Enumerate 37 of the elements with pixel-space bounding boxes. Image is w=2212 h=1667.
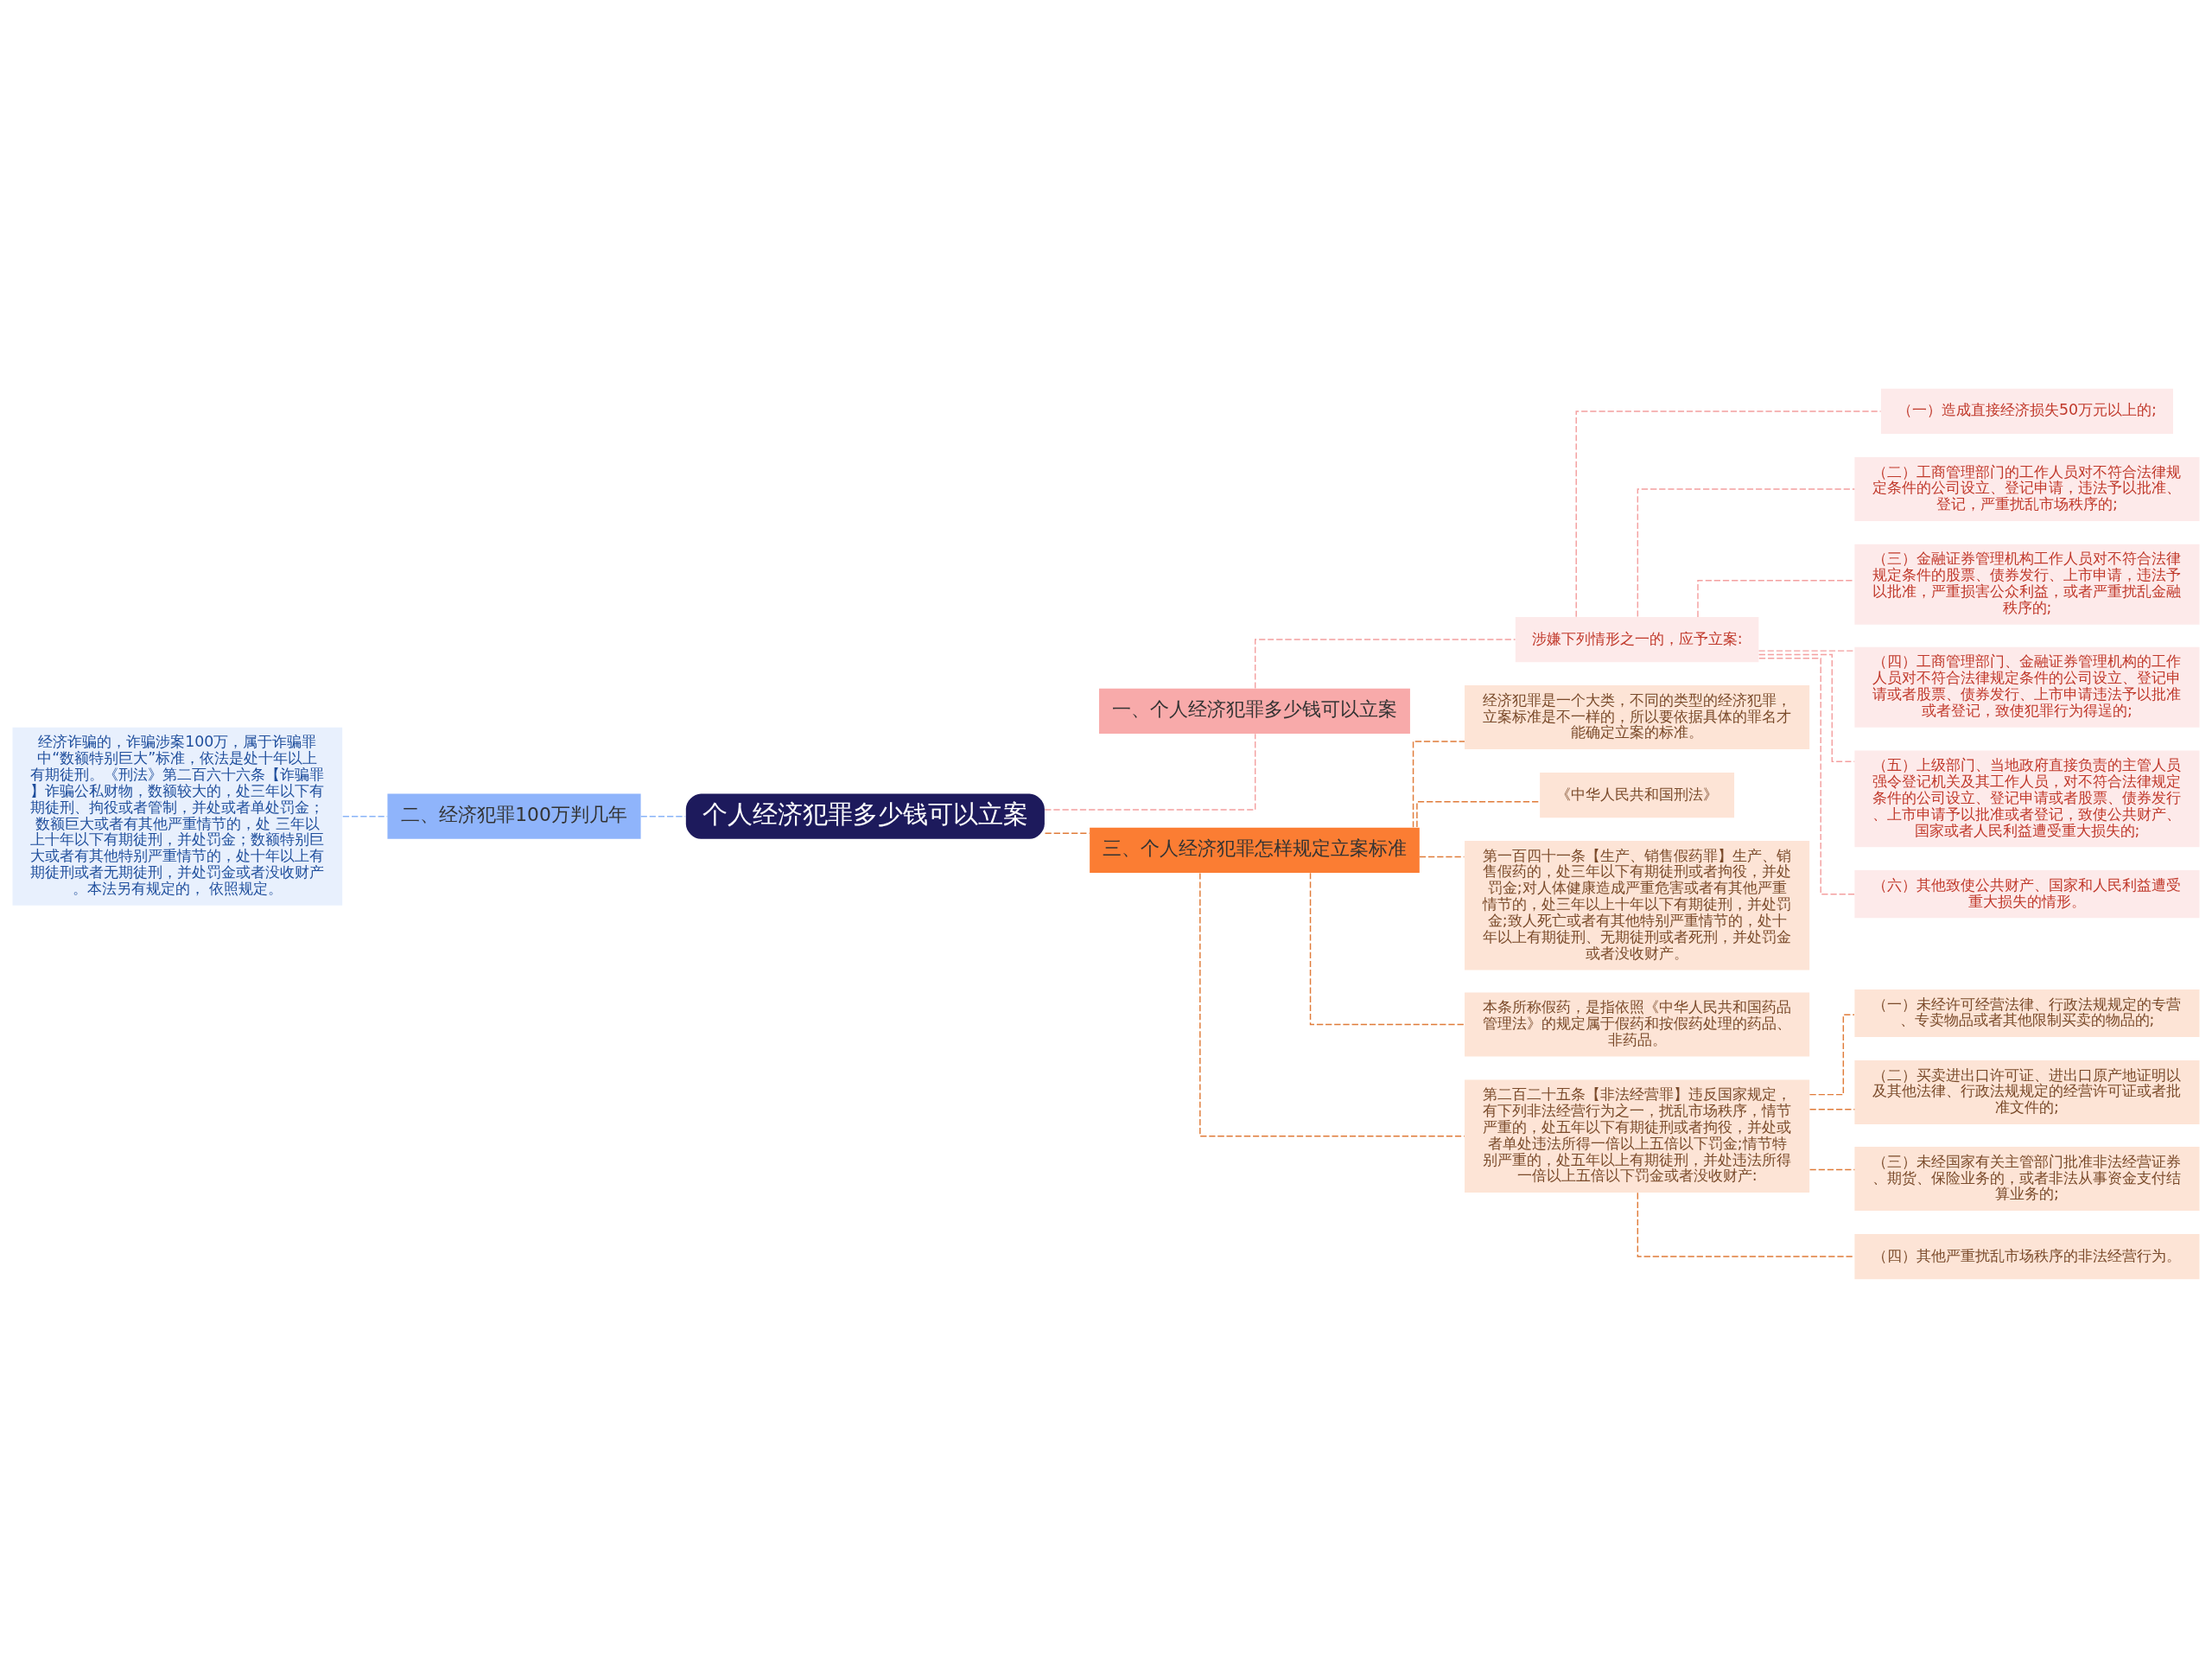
connector	[1412, 740, 1465, 828]
connector	[1416, 800, 1541, 828]
node-box: 一、个人经济犯罪多少钱可以立案	[1099, 688, 1410, 734]
connector	[1758, 649, 1855, 652]
node-box: （五）上级部门、当地政府直接负责的主管人员强令登记机关及其工作人员，对不符合法律规定条件的公司设立、登记申请或者股票、债券发行、上市申请予以批准或者登记，致使公共财产、国家或者人民利益遭受重大损失的;	[1854, 750, 2200, 847]
node-box: （二）买卖进出口许可证、进出口原产地证明以及其他法律、行政法规规定的经营许可证或者批准文件的;	[1854, 1059, 2200, 1124]
node-box: 《中华人民共和国刑法》	[1540, 772, 1735, 818]
node-box: 第一百四十一条【生产、销售假药罪】生产、销售假药的，处三年以下有期徒刑或者拘役，并处罚金;对人体健康造成严重危害或者有其他严重情节的，处三年以上十年以下有期徒刑，并处罚金;致人死亡或者有其他特别严重情节的，处十年以上有期徒刑、无期徒刑或者死刑，并处罚金或者没收财产。	[1465, 840, 1810, 970]
connector	[1808, 1168, 1856, 1170]
connector	[1044, 733, 1256, 811]
node-box: （一）造成直接经济损失50万元以上的;	[1880, 388, 2173, 434]
node-box: 第二百二十五条【非法经营罪】违反国家规定，有下列非法经营行为之一，扰乱市场秩序，情节严重的，处五年以下有期徒刑或者拘役，并处或者单处违法所得一倍以上五倍以下罚金;情节特别严重的，处五年以上有期徒刑，并处违法所得一倍以上五倍以下罚金或者没收财产:	[1465, 1078, 1810, 1193]
connector	[1697, 579, 1855, 618]
connector	[1758, 657, 1855, 894]
node-box: 三、个人经济犯罪怎样规定立案标准	[1090, 827, 1420, 873]
connector	[1044, 832, 1090, 834]
connector	[1808, 1108, 1856, 1110]
connector	[640, 815, 687, 817]
node-box: 经济犯罪是一个大类，不同的类型的经济犯罪，立案标准是不一样的，所以要依据具体的罪名才能确定立案的标准。	[1465, 684, 1810, 749]
node-box: （一）未经许可经营法律、行政法规规定的专营、专卖物品或者其他限制买卖的物品的;	[1854, 989, 2200, 1037]
connector	[1309, 872, 1465, 1025]
node-box: 涉嫌下列情形之一的，应予立案:	[1515, 616, 1759, 662]
node-box: 本条所称假药，是指依照《中华人民共和国药品管理法》的规定属于假药和按假药处理的药品、非药品。	[1465, 992, 1810, 1057]
node-box: 个人经济犯罪多少钱可以立案	[685, 793, 1045, 839]
connector	[1254, 638, 1516, 689]
node-box: （四）其他严重扰乱市场秩序的非法经营行为。	[1854, 1233, 2200, 1279]
connector	[1575, 410, 1882, 617]
connector	[1637, 487, 1856, 617]
connector	[1758, 653, 1855, 762]
node-box: （三）未经国家有关主管部门批准非法经营证券、期货、保险业务的，或者非法从事资金支付结算业务的;	[1854, 1146, 2200, 1211]
node-box: （二）工商管理部门的工作人员对不符合法律规定条件的公司设立、登记申请，违法予以批准、登记，严重扰乱市场秩序的;	[1854, 456, 2200, 521]
node-box: （四）工商管理部门、金融证券管理机构的工作人员对不符合法律规定条件的公司设立、登记申请或者股票、债券发行、上市申请违法予以批准或者登记，致使犯罪行为得逞的;	[1854, 646, 2200, 728]
node-box: 经济诈骗的，诈骗涉案100万，属于诈骗罪中“数额特别巨大”标准，依法是处十年以上有期徒刑。《刑法》第二百六十六条【诈骗罪】诈骗公私财物，数额较大的，处三年以下有期徒刑、拘役或者管制，并处或者单处罚金；数额巨大或者有其他严重情节的，处 三年以上十年以下有期徒刑，并处罚金；数额特别巨大或者有其他特别严重情节的，处十年以上有期徒刑或者无期徒刑，并处罚金或者没收财产。本法另有规定的， 依照规定。	[12, 727, 343, 906]
connector	[1808, 1014, 1855, 1095]
node-box: 二、经济犯罪100万判几年	[387, 793, 641, 839]
node-box: （六）其他致使公共财产、国家和人民利益遭受重大损失的情形。	[1854, 869, 2200, 918]
connector	[1199, 872, 1465, 1136]
